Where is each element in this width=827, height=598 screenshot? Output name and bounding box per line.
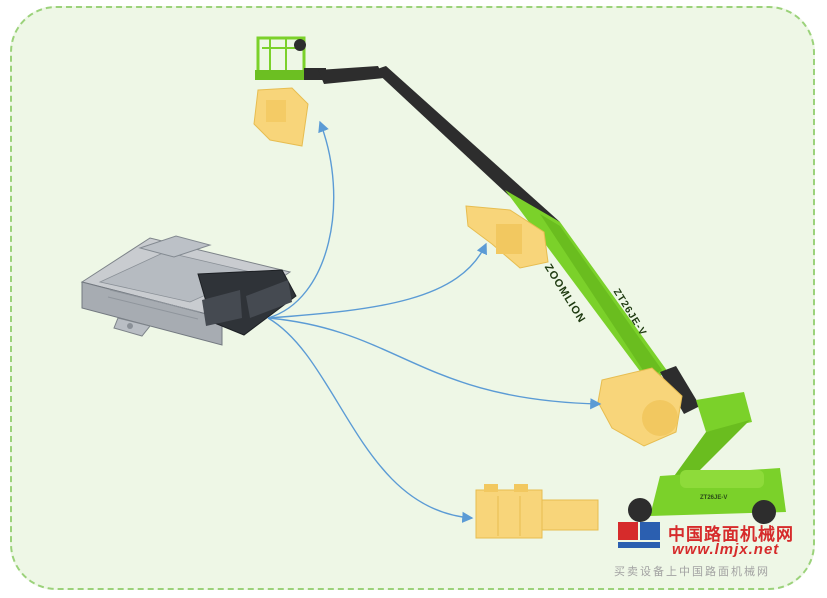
- arrow-to-boom-joint: [267, 242, 487, 319]
- turntable-component-icon: [597, 367, 683, 447]
- boom-joint-component-icon: [465, 205, 549, 269]
- arrow-to-turntable: [267, 317, 602, 410]
- battery-pack-icon: [475, 484, 599, 539]
- watermark-site-name: 中国路面机械网: [668, 525, 794, 544]
- arrow-to-battery: [267, 317, 474, 523]
- arrow-to-platform: [267, 120, 335, 319]
- chassis-model-label: ZT26JE-V: [700, 495, 728, 501]
- boom-lift-machine: [255, 36, 786, 524]
- watermark-subtitle: 买卖设备上中国路面机械网: [614, 566, 770, 578]
- signal-arrows: [267, 120, 602, 523]
- platform-component-icon: [253, 87, 309, 147]
- zoomlion-watermark-logo: [618, 522, 660, 548]
- watermark-site-url: www.lmjx.net: [672, 541, 780, 558]
- ecu-controller-icon: [80, 235, 297, 346]
